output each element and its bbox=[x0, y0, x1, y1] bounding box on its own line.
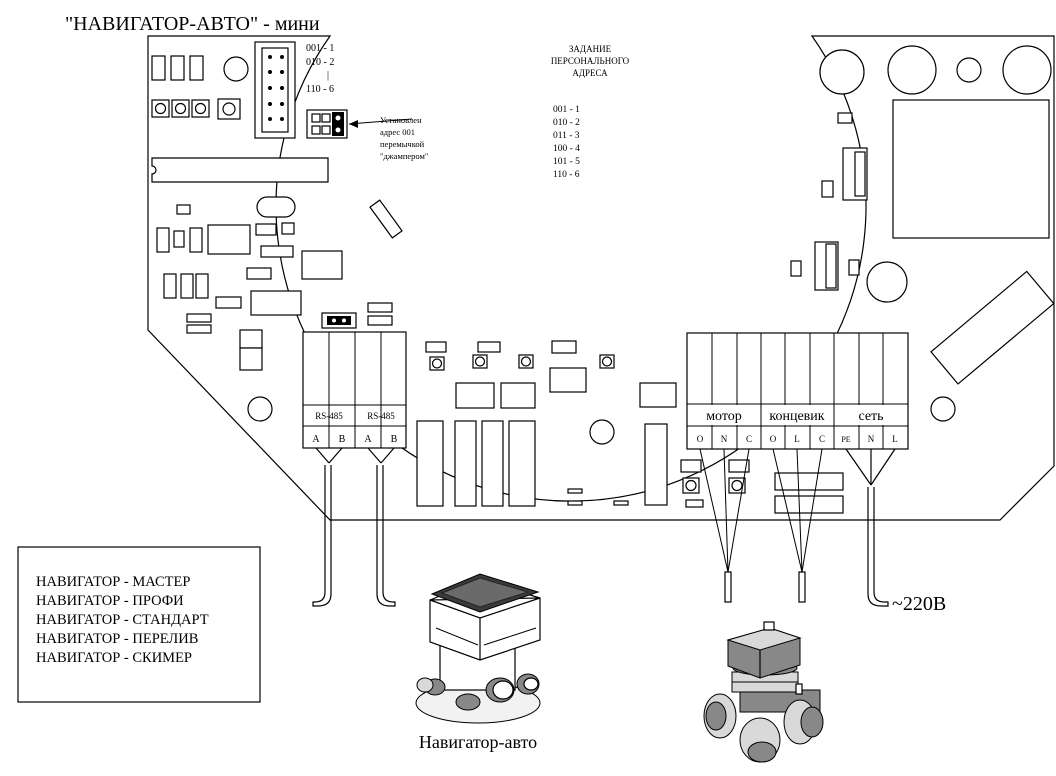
legend-item-master: НАВИГАТОР - МАСТЕР bbox=[36, 574, 190, 590]
power-terminal: мотор концевик сеть O N C O L C PE N L bbox=[686, 332, 909, 450]
address-code-6: 110 - 6 bbox=[553, 170, 580, 180]
rs485-label-2: RS-485 bbox=[367, 411, 395, 421]
limit-switch-label: концевик bbox=[769, 409, 824, 424]
motor-pin-n: N bbox=[721, 434, 728, 444]
header-code-2: 010 - 2 bbox=[306, 57, 334, 68]
rs485-terminal: RS-485 RS-485 A B A B bbox=[302, 331, 407, 449]
rs485-label-1: RS-485 bbox=[315, 411, 343, 421]
center-components bbox=[416, 340, 844, 514]
network-label: сеть bbox=[858, 409, 883, 424]
jumper-note-line-2: адрес 001 bbox=[380, 127, 415, 137]
net-pin-l: L bbox=[892, 434, 898, 444]
address-code-5: 101 - 5 bbox=[553, 157, 580, 167]
jumper-note-line-1: Установлен bbox=[380, 115, 422, 125]
net-pin-pe: PE bbox=[841, 435, 850, 444]
address-code-2: 010 - 2 bbox=[553, 118, 580, 128]
voltage-label: ~220В bbox=[892, 593, 946, 615]
jumper-note: Установлен адрес 001 перемычкой "джампер… bbox=[348, 115, 428, 161]
top-left-components bbox=[151, 41, 348, 183]
legend-box bbox=[17, 546, 261, 703]
arc-component bbox=[369, 199, 403, 239]
net-pin-n: N bbox=[868, 434, 875, 444]
diagram-title: "НАВИГАТОР-АВТО" - мини bbox=[65, 13, 320, 35]
address-heading-2: ПЕРСОНАЛЬНОГО bbox=[551, 56, 630, 66]
rs485-pin-b2: B bbox=[391, 434, 398, 445]
motor-pin-c: C bbox=[746, 434, 752, 444]
limit-pin-c: C bbox=[819, 434, 825, 444]
three-way-valve-illustration bbox=[703, 621, 824, 763]
address-code-4: 100 - 4 bbox=[553, 144, 580, 154]
legend-item-profi: НАВИГАТОР - ПРОФИ bbox=[36, 593, 184, 609]
limit-pin-l: L bbox=[794, 434, 800, 444]
right-components bbox=[790, 45, 1055, 422]
jumper-note-line-4: "джампером" bbox=[380, 151, 428, 161]
wires bbox=[312, 447, 896, 607]
header-code-1: 001 - 1 bbox=[306, 43, 334, 54]
address-heading-3: АДРЕСА bbox=[572, 68, 608, 78]
rs485-pin-a2: A bbox=[364, 434, 372, 445]
motor-pin-o: O bbox=[697, 434, 704, 444]
address-heading-1: ЗАДАНИЕ bbox=[569, 44, 612, 54]
address-table: ЗАДАНИЕ ПЕРСОНАЛЬНОГО АДРЕСА 001 - 1 010… bbox=[551, 44, 630, 180]
address-code-3: 011 - 3 bbox=[553, 131, 580, 141]
motor-label: мотор bbox=[706, 409, 742, 424]
header-code-6: 110 - 6 bbox=[306, 84, 334, 95]
legend-item-skimer: НАВИГАТОР - СКИМЕР bbox=[36, 650, 192, 666]
limit-pin-o: O bbox=[770, 434, 777, 444]
legend-item-standard: НАВИГАТОР - СТАНДАРТ bbox=[36, 612, 209, 628]
rs485-pin-b1: B bbox=[339, 434, 346, 445]
address-code-1: 001 - 1 bbox=[553, 105, 580, 115]
legend-item-pereliv: НАВИГАТОР - ПЕРЕЛИВ bbox=[36, 631, 198, 647]
navigator-valve-illustration bbox=[415, 573, 541, 724]
header-code-sep: | bbox=[327, 70, 329, 81]
valve-caption: Навигатор-авто bbox=[419, 732, 537, 752]
left-components bbox=[156, 196, 393, 422]
rs485-pin-a1: A bbox=[312, 434, 320, 445]
jumper-note-line-3: перемычкой bbox=[380, 139, 425, 149]
